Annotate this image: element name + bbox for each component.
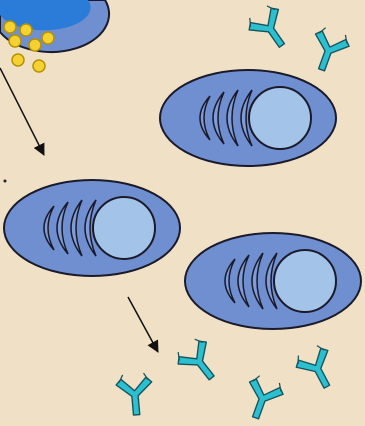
antigen-icon [29,39,41,51]
antibody-icon [172,335,225,389]
antigen-icon [12,54,24,66]
plasma-cell-middle [4,180,180,276]
arrow-icon [0,68,44,155]
antigen-icon [33,60,45,72]
antibody-icon [292,342,343,395]
antibody-icon [244,2,297,56]
antibody-icon [305,25,353,76]
antibody-icon [115,372,154,416]
antigen-icon [4,21,16,33]
plasma-cell-bottom-right [185,233,361,329]
antigen-icon [42,32,54,44]
arrow-icon [128,297,158,352]
antigen-icon [9,35,21,47]
small-dot [4,180,7,183]
antibody-icon [239,373,287,424]
antigen-icon [20,24,32,36]
plasma-cell-top-right [160,70,336,166]
